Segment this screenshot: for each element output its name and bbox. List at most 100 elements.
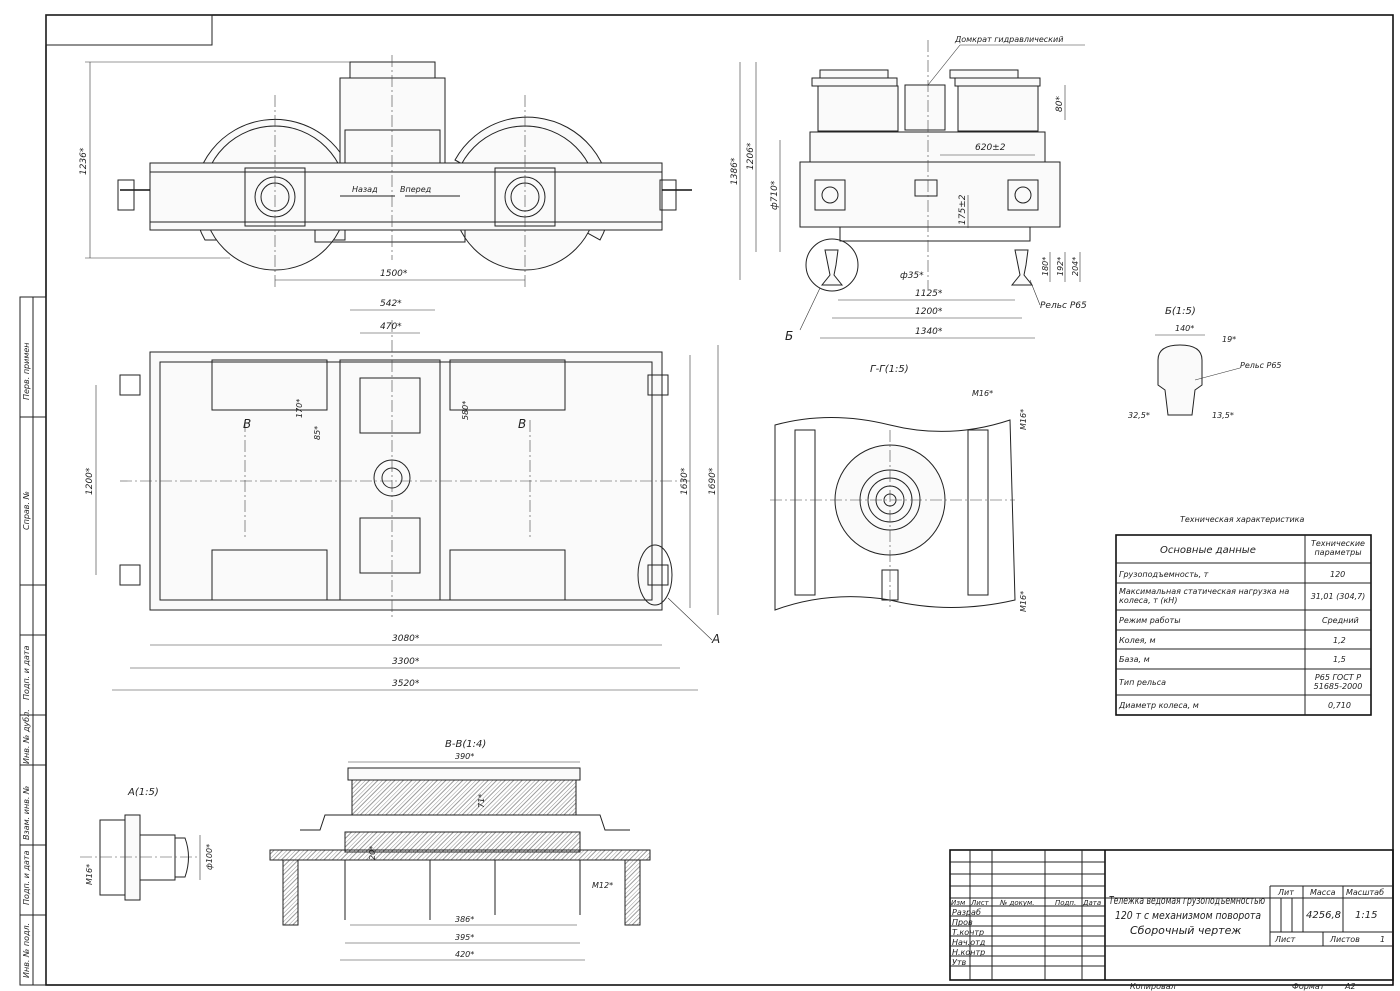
tech-row-label: Режим работы bbox=[1119, 616, 1181, 625]
role-label: Пров bbox=[952, 918, 973, 927]
dim-140: 140* bbox=[1175, 324, 1194, 333]
section-g-title: Г-Г(1:5) bbox=[870, 364, 909, 375]
dim-395: 395* bbox=[455, 933, 474, 942]
m16-right-top: М16* bbox=[1019, 409, 1028, 430]
dim-71: 71* bbox=[477, 794, 486, 808]
dim-13-5: 13,5* bbox=[1212, 411, 1234, 420]
tech-row-label: Максимальная статическая нагрузка на кол… bbox=[1119, 587, 1290, 605]
tech-header-params: Технические параметры bbox=[1311, 539, 1365, 557]
dim-height: 1236* bbox=[79, 147, 89, 175]
jack-label: Домкрат гидравлический bbox=[954, 35, 1063, 44]
detail-b-title: Б(1:5) bbox=[1165, 306, 1196, 317]
col-izm: Изм bbox=[951, 899, 966, 907]
dim-1200-plan: 1200* bbox=[85, 467, 95, 495]
tech-row-value: Средний bbox=[1322, 616, 1359, 625]
detail-b-view: Б(1:5) 140* 19* Рельс Р65 32,5* 13,5* bbox=[1128, 306, 1282, 420]
tech-row-label: Диаметр колеса, м bbox=[1118, 701, 1199, 710]
section-mark-right: В bbox=[518, 417, 526, 431]
detail-mark-b: Б bbox=[785, 329, 793, 343]
rail-label-b: Рельс Р65 bbox=[1240, 361, 1282, 370]
format-value: А2 bbox=[1344, 982, 1356, 991]
tech-row-value: 31,01 (304,7) bbox=[1310, 592, 1366, 601]
dim-m16-a: М16* bbox=[85, 864, 94, 885]
tech-row-value: Р65 ГОСТ Р 51685-2000 bbox=[1313, 673, 1363, 691]
role-label: Н.контр bbox=[952, 948, 985, 957]
back-label: Назад bbox=[352, 185, 378, 194]
dim-175: 175±2 bbox=[958, 194, 968, 225]
dim-1200: 1200* bbox=[915, 307, 943, 317]
tech-row-value: 120 bbox=[1330, 570, 1345, 579]
role-label: Утв bbox=[952, 958, 967, 967]
sheet-label: Лист bbox=[1274, 935, 1296, 944]
dim-35: ф35* bbox=[900, 271, 924, 281]
mass-value: 4256,8 bbox=[1306, 910, 1341, 921]
margin-stamp: Инв. № подл. bbox=[22, 923, 31, 978]
dim-1630: 1630* bbox=[680, 467, 690, 495]
tech-table-caption: Техническая характеристика bbox=[1180, 515, 1305, 524]
dim-386: 386* bbox=[455, 915, 474, 924]
m16-right-bottom: М16* bbox=[1019, 591, 1028, 612]
title-line-1: Тележка ведомая грузоподъемностью bbox=[1109, 895, 1265, 907]
detail-mark-a: А bbox=[711, 632, 720, 646]
drawing-frame bbox=[19, 14, 1394, 986]
dim-470: 470* bbox=[380, 322, 402, 332]
sheets-label: Листов bbox=[1329, 935, 1360, 944]
tech-row-value: 1,5 bbox=[1333, 655, 1346, 664]
dim-3080: 3080* bbox=[392, 634, 420, 644]
copied-label: Копировал bbox=[1130, 982, 1176, 991]
tech-row-value: 1,2 bbox=[1333, 636, 1346, 645]
dim-420: 420* bbox=[455, 950, 474, 959]
col-date: Дата bbox=[1082, 899, 1101, 907]
section-v-view: В-В(1:4) 390* 71* 20* М12* 386* 395* 420… bbox=[269, 739, 651, 961]
dim-3520: 3520* bbox=[392, 679, 420, 689]
section-mark-left: В bbox=[243, 417, 251, 431]
dim-32-5: 32,5* bbox=[1128, 411, 1150, 420]
margin-stamp: Подп. и дата bbox=[22, 645, 31, 700]
title-line-2: 120 т с механизмом поворота bbox=[1115, 910, 1261, 922]
dim-100: ф100* bbox=[205, 844, 214, 870]
dim-1206: 1206* bbox=[746, 142, 756, 170]
dim-1125: 1125* bbox=[915, 289, 943, 299]
plan-view: 542* 470* 170* 85* 580* В В 1200* 1630* … bbox=[85, 299, 720, 691]
format-label: Формат bbox=[1292, 982, 1325, 991]
col-list: Лист bbox=[970, 899, 990, 907]
role-label: Нач.отд bbox=[952, 938, 986, 947]
dim-390: 390* bbox=[455, 752, 474, 761]
dim-1386: 1386* bbox=[730, 157, 740, 185]
dim-170: 170* bbox=[295, 399, 304, 418]
margin-stamp: Перв. примен bbox=[22, 342, 31, 400]
side-view: Назад Вперед 1236* 1500* bbox=[79, 55, 692, 290]
col-sign: Подп. bbox=[1055, 899, 1076, 907]
tech-header-main: Основные данные bbox=[1160, 545, 1256, 556]
dim-19: 19* bbox=[1222, 335, 1236, 344]
role-label: Разраб bbox=[952, 908, 981, 917]
dim-180: 180* bbox=[1041, 257, 1050, 276]
sheets-value: 1 bbox=[1380, 935, 1385, 944]
title-block: Изм Лист № докум. Подп. Дата Разраб Пров… bbox=[949, 849, 1394, 991]
scale-value: 1:15 bbox=[1355, 910, 1377, 921]
m16-top: М16* bbox=[972, 389, 993, 398]
dim-710: ф710* bbox=[770, 180, 780, 210]
dim-542: 542* bbox=[380, 299, 402, 309]
title-line-3: Сборочный чертеж bbox=[1130, 924, 1241, 937]
mass-label: Масса bbox=[1310, 888, 1336, 897]
margin-stamp: Инв. № дубл. bbox=[22, 709, 31, 764]
margin-stamps: Перв. примен Справ. № Подп. и дата Инв. … bbox=[22, 342, 31, 978]
dim-1690: 1690* bbox=[708, 467, 718, 495]
tech-row-label: Тип рельса bbox=[1119, 678, 1166, 687]
tech-characteristics: Техническая характеристика Основные данн… bbox=[1115, 515, 1372, 716]
tech-row-label: База, м bbox=[1119, 655, 1150, 664]
dim-580: 580* bbox=[461, 401, 470, 420]
dim-85: 85* bbox=[313, 426, 322, 440]
detail-a-view: А(1:5) М16* ф100* bbox=[80, 787, 214, 901]
detail-a-title: А(1:5) bbox=[127, 787, 159, 798]
dim-base: 1500* bbox=[380, 269, 408, 279]
dim-1340: 1340* bbox=[915, 327, 943, 337]
rail-label: Рельс Р65 bbox=[1040, 301, 1087, 311]
margin-stamp: Подп. и дата bbox=[22, 850, 31, 905]
dim-620: 620±2 bbox=[975, 143, 1006, 153]
margin-stamp: Взам. инв. № bbox=[22, 786, 31, 840]
scale-label: Масштаб bbox=[1346, 888, 1384, 897]
dim-3300: 3300* bbox=[392, 657, 420, 667]
